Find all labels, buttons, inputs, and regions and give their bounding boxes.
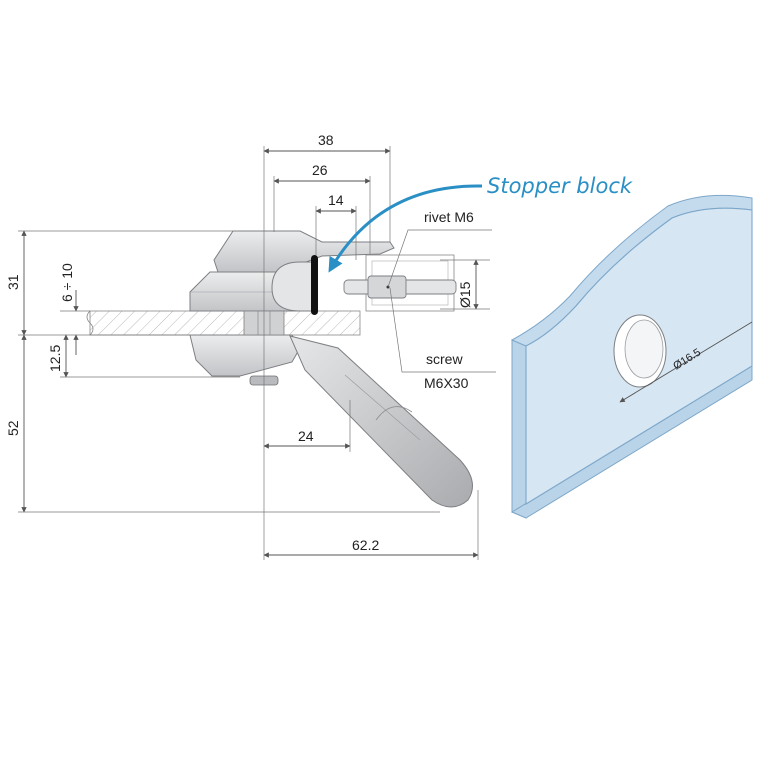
rivet-label: rivet M6 [424, 209, 474, 225]
dim-38: 38 [318, 132, 334, 148]
screw-detail [343, 254, 457, 312]
handle-lever [289, 335, 473, 508]
dim-14: 14 [328, 192, 344, 208]
stopper-arrow [328, 184, 483, 273]
glass-plate-view: Ø16.5 [510, 194, 753, 519]
dim-62-2: 62.2 [352, 537, 379, 553]
dim-6-10: 6 ÷ 10 [59, 263, 75, 302]
assembly-side-view: 38 26 14 31 6 ÷ 10 12.5 52 24 62.2 Ø15 r… [5, 132, 633, 560]
screw-label-line2: M6X30 [424, 375, 469, 391]
extension-lines [18, 146, 490, 560]
dim-31: 31 [5, 274, 21, 290]
dim-26: 26 [312, 162, 328, 178]
glass-panel-section [86, 310, 361, 336]
dim-24: 24 [298, 428, 314, 444]
screw-label-line1: screw [426, 351, 463, 367]
dim-52: 52 [5, 420, 21, 436]
stopper-block [311, 255, 318, 315]
stopper-block-label: Stopper block [487, 174, 633, 198]
dim-diameter-15: Ø15 [457, 281, 473, 308]
dimension-lines [21, 148, 479, 558]
callout-leaders [387, 229, 496, 373]
dim-12-5: 12.5 [47, 345, 63, 372]
pivot-nose [271, 261, 317, 312]
